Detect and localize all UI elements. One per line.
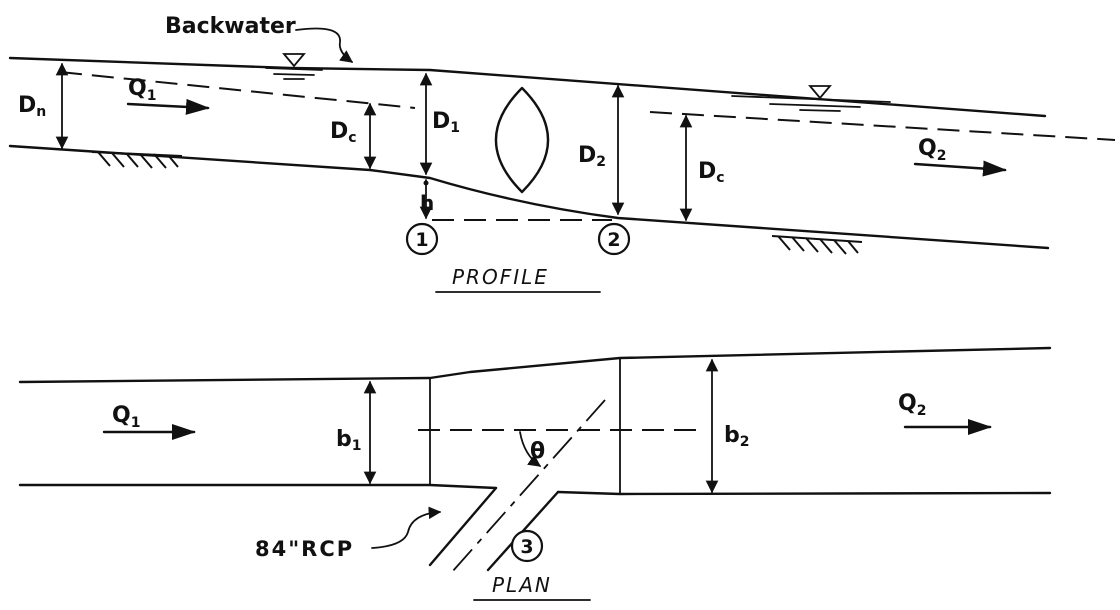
plan-top-wall [18,346,1052,384]
section-2-marker: 2 [597,222,631,256]
pipe-label-leader [371,506,442,549]
pipe-wall-left [428,486,498,567]
dc-left-label: Dc [330,119,357,146]
q1-plan-label: Q1 [112,403,140,431]
plan-caption: PLAN [492,573,552,597]
pipe-cross-section [494,86,550,194]
svg-text:1: 1 [415,229,428,251]
d1-label: D1 [432,109,460,136]
dc-right-label: Dc [698,159,725,186]
dn-label: Dn [18,93,46,120]
profile-caption: PROFILE [452,265,549,289]
b1-label: b1 [336,427,362,454]
h-dot [423,180,429,186]
h-label: h [420,191,434,215]
backwater-leader [295,27,354,63]
water-surface-line [8,56,1047,118]
theta-arc [519,431,542,467]
water-surface-symbol-right [731,85,891,112]
channel-bed-line [8,144,1050,250]
q2-profile-label: Q2 [918,136,946,164]
q1-profile-label: Q1 [128,76,156,104]
ground-hatch-left [91,151,183,169]
d2-label: D2 [578,143,606,170]
backwater-label: Backwater [165,14,296,39]
theta-label: θ [530,439,545,464]
plan-bottom-wall [18,483,498,490]
water-surface-symbol-left [265,53,323,80]
svg-text:3: 3 [520,536,533,558]
q2-profile-arrow [913,160,1007,177]
pipe-centerline [451,399,606,573]
section-3-marker: 3 [510,529,544,563]
plan-bottom-wall-right [556,490,1052,496]
pipe-label: 84"RCP [255,537,354,561]
svg-text:2: 2 [607,229,620,251]
q2-plan-label: Q2 [898,391,926,419]
plan-view: b1 b2 θ Q1 Q2 84"RCP 3 PLAN [18,346,1052,601]
q1-profile-arrow [126,98,210,115]
b2-label: b2 [724,423,750,450]
critical-depth-line-right [649,111,1116,141]
profile-view: Backwater Q1 Q2 Dn Dc D1 h [8,14,1116,293]
critical-depth-line-left [59,71,416,109]
section-1-marker: 1 [405,222,439,256]
ground-hatch-right [771,235,863,255]
